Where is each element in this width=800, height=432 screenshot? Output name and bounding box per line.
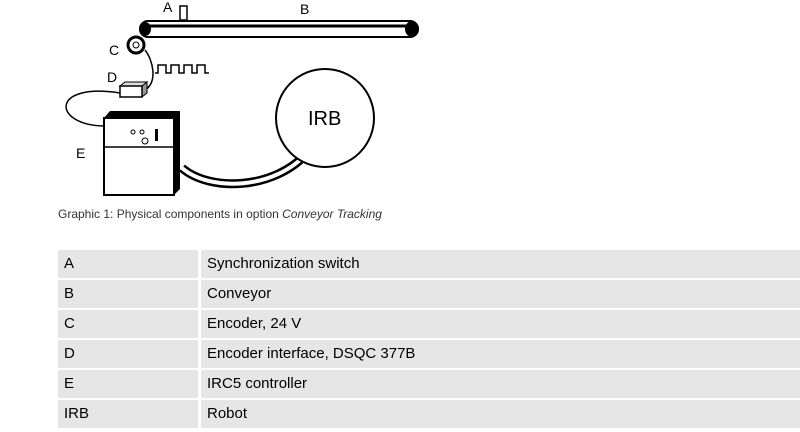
- legend-description: IRC5 controller: [201, 370, 800, 398]
- legend-key: B: [58, 280, 198, 308]
- legend-description: Robot: [201, 400, 800, 428]
- encoder-interface-box: [118, 80, 149, 99]
- encoder-interface-cable: [65, 90, 121, 127]
- legend-key: D: [58, 340, 198, 368]
- figure-caption: Graphic 1: Physical components in option…: [58, 207, 382, 221]
- legend-key: IRB: [58, 400, 198, 428]
- caption-text: Graphic 1: Physical components in option: [58, 207, 283, 221]
- legend-key: C: [58, 310, 198, 338]
- controller-cabinet: [103, 111, 180, 196]
- label-irb: IRB: [308, 108, 341, 130]
- legend-row: A Synchronization switch: [58, 250, 800, 280]
- caption-emphasis: Conveyor Tracking: [282, 207, 382, 221]
- label-b: B: [300, 1, 309, 17]
- legend-key: A: [58, 250, 198, 278]
- legend-table: A Synchronization switch B Conveyor C En…: [58, 250, 800, 430]
- synchronization-switch: [179, 5, 188, 21]
- legend-description: Encoder interface, DSQC 377B: [201, 340, 800, 368]
- conveyor-tracking-diagram: A B C D E IRB: [65, 0, 419, 196]
- legend-row: C Encoder, 24 V: [58, 310, 800, 340]
- pulse-signal: [155, 64, 209, 74]
- legend-row: E IRC5 controller: [58, 370, 800, 400]
- legend-key: E: [58, 370, 198, 398]
- encoder: [126, 35, 146, 55]
- robot-circle: [275, 68, 375, 168]
- label-a: A: [163, 0, 173, 15]
- encoder-cable: [144, 49, 154, 91]
- label-e: E: [76, 145, 85, 161]
- label-c: C: [109, 42, 119, 58]
- legend-description: Encoder, 24 V: [201, 310, 800, 338]
- legend-description: Synchronization switch: [201, 250, 800, 278]
- legend-row: D Encoder interface, DSQC 377B: [58, 340, 800, 370]
- label-d: D: [107, 69, 117, 85]
- legend-row: B Conveyor: [58, 280, 800, 310]
- legend-row: IRB Robot: [58, 400, 800, 430]
- legend-description: Conveyor: [201, 280, 800, 308]
- conveyor: [139, 20, 419, 38]
